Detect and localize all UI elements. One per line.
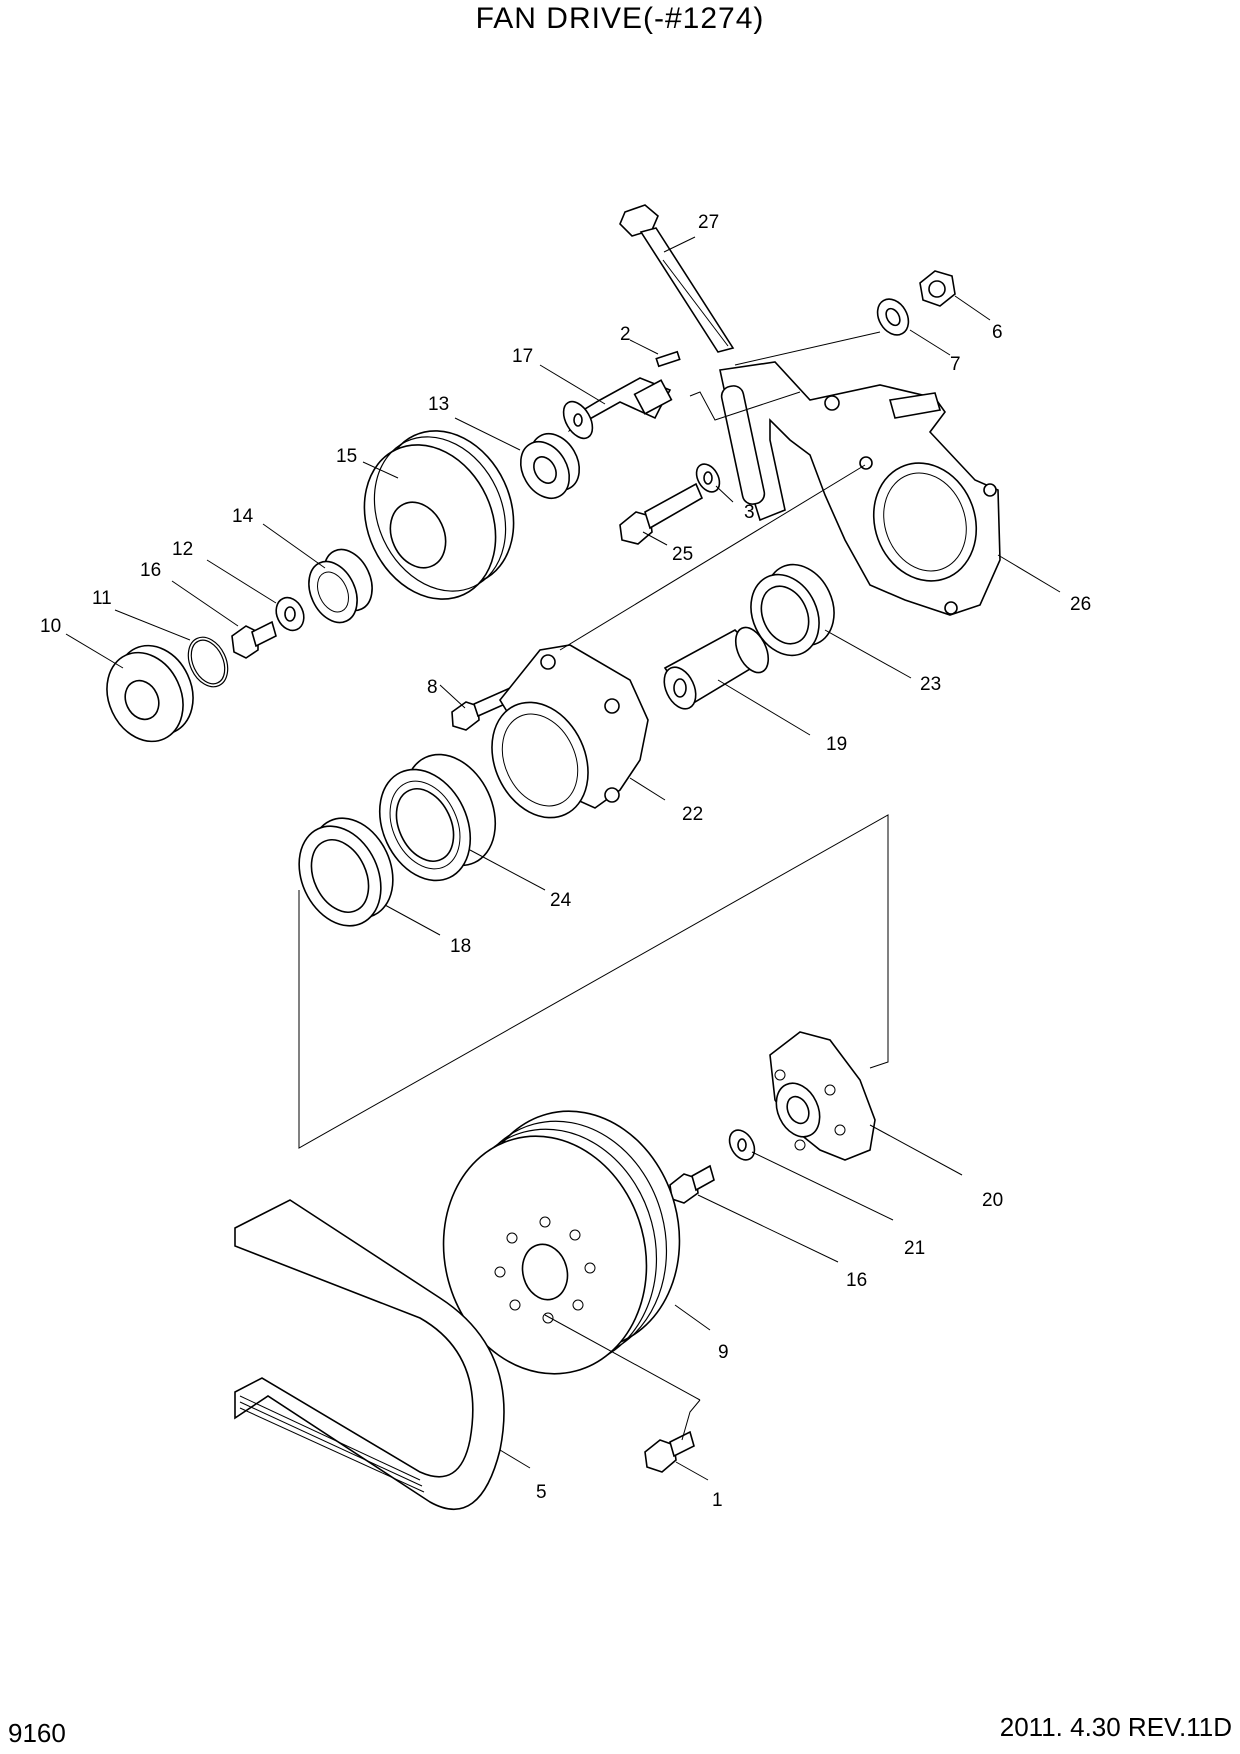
callout-24: 24 bbox=[550, 890, 572, 911]
callout-12: 12 bbox=[172, 539, 193, 560]
part-1-bolt bbox=[644, 1430, 695, 1473]
callout-7: 7 bbox=[950, 354, 961, 375]
callout-2: 2 bbox=[620, 324, 631, 345]
part-26-bracket bbox=[719, 361, 1001, 616]
part-18-seal bbox=[298, 817, 394, 927]
callout-labels: 27 6 7 2 17 13 15 14 12 16 11 10 3 25 26… bbox=[40, 212, 1091, 1511]
page-title: FAN DRIVE(-#1274) bbox=[475, 2, 765, 35]
callout-8: 8 bbox=[427, 677, 438, 698]
part-21-washer bbox=[728, 1129, 756, 1161]
part-13-bearing bbox=[519, 432, 581, 500]
callout-22: 22 bbox=[682, 804, 703, 825]
part-24-bearing bbox=[378, 753, 497, 882]
part-17-shaft bbox=[562, 377, 673, 440]
part-25-bolt bbox=[619, 482, 704, 545]
callout-10: 10 bbox=[40, 616, 61, 637]
part-16-bolt-upper bbox=[231, 620, 277, 659]
part-23-seal bbox=[750, 563, 835, 657]
part-16-bolt-lower bbox=[669, 1164, 715, 1204]
leader-lines bbox=[65, 236, 1061, 1481]
part-9-pulley bbox=[442, 1110, 681, 1375]
callout-25: 25 bbox=[672, 544, 693, 565]
part-6-nut bbox=[919, 270, 956, 307]
part-20-hub bbox=[769, 1031, 876, 1161]
part-5-belt bbox=[234, 1199, 505, 1511]
part-2-pin bbox=[655, 350, 681, 368]
callout-26: 26 bbox=[1070, 594, 1091, 615]
callout-16: 16 bbox=[140, 560, 161, 581]
callout-15: 15 bbox=[336, 446, 357, 467]
revision-stamp: 2011. 4.30 REV.11D bbox=[999, 1712, 1232, 1742]
part-22-housing bbox=[491, 644, 649, 819]
part-19-sleeve bbox=[663, 626, 770, 710]
callout-20: 20 bbox=[982, 1190, 1003, 1211]
callout-27: 27 bbox=[698, 212, 719, 233]
assembly-guide-lines bbox=[298, 331, 889, 1441]
callout-9: 9 bbox=[718, 1342, 729, 1363]
callout-3: 3 bbox=[744, 502, 755, 523]
callout-13: 13 bbox=[428, 394, 449, 415]
part-12-washer bbox=[275, 596, 305, 632]
part-3-washer bbox=[695, 463, 721, 493]
callout-19: 19 bbox=[826, 734, 847, 755]
callout-18: 18 bbox=[450, 936, 471, 957]
part-10-cap bbox=[106, 644, 194, 743]
callout-21: 21 bbox=[904, 1238, 925, 1259]
page-number: 9160 bbox=[8, 1718, 66, 1748]
callout-5: 5 bbox=[536, 1482, 547, 1503]
part-11-o-ring bbox=[187, 636, 229, 688]
part-15-pulley bbox=[363, 430, 515, 600]
callout-14: 14 bbox=[232, 506, 254, 527]
callout-23: 23 bbox=[920, 674, 941, 695]
part-7-washer bbox=[876, 298, 910, 336]
callout-17: 17 bbox=[512, 346, 533, 367]
callout-16b: 16 bbox=[846, 1270, 867, 1291]
part-27-bolt bbox=[619, 204, 735, 353]
part-14-bearing bbox=[308, 548, 373, 624]
callout-1: 1 bbox=[712, 1490, 723, 1511]
callout-6: 6 bbox=[992, 322, 1003, 343]
callout-11: 11 bbox=[92, 588, 112, 609]
